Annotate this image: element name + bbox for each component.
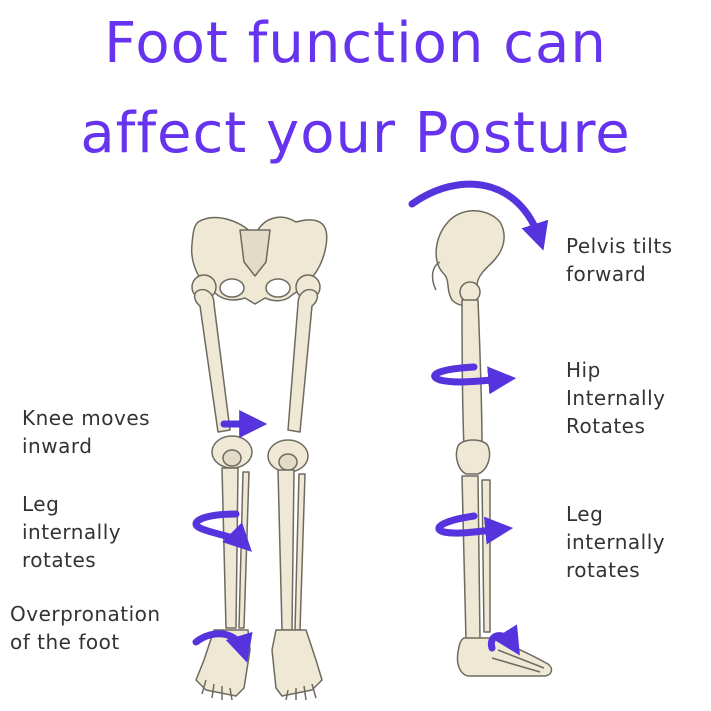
pelvis-tilt-arrow	[408, 180, 549, 251]
front-view-legs	[190, 216, 328, 701]
side-pelvis	[435, 210, 505, 306]
label-pelvis-tilts-forward: Pelvis tilts forward	[566, 234, 673, 286]
page-title-line-2: affect your Posture	[80, 101, 631, 166]
label-leg-internally-rotates-right: Leg internally rotates	[566, 502, 666, 582]
page-title-line-1: Foot function can	[104, 11, 607, 76]
right-foot-arrow	[487, 624, 520, 656]
left-leg-rotation-arrow	[192, 510, 252, 552]
side-knee	[455, 439, 491, 475]
overpronation-arrow	[192, 630, 253, 663]
label-hip-internally-rotates: Hip Internally Rotates	[566, 358, 666, 438]
label-overpronation: Overpronation of the foot	[10, 602, 161, 654]
front-foot-right	[271, 629, 323, 697]
side-view-leg	[431, 210, 553, 677]
right-leg-rotation-arrow	[435, 512, 514, 545]
hip-rotation-arrow	[431, 363, 517, 395]
label-knee-moves-inward: Knee moves inward	[22, 406, 151, 458]
side-femur	[461, 299, 483, 449]
front-tibia-right	[277, 469, 295, 631]
front-femur-right	[287, 288, 319, 433]
side-tibia	[461, 475, 481, 641]
side-foot	[456, 637, 553, 677]
label-leg-internally-rotates-left: Leg internally rotates	[22, 492, 122, 572]
rotation-arrows	[192, 180, 549, 663]
front-tibia-left	[221, 467, 239, 629]
front-femur-left	[193, 288, 231, 433]
